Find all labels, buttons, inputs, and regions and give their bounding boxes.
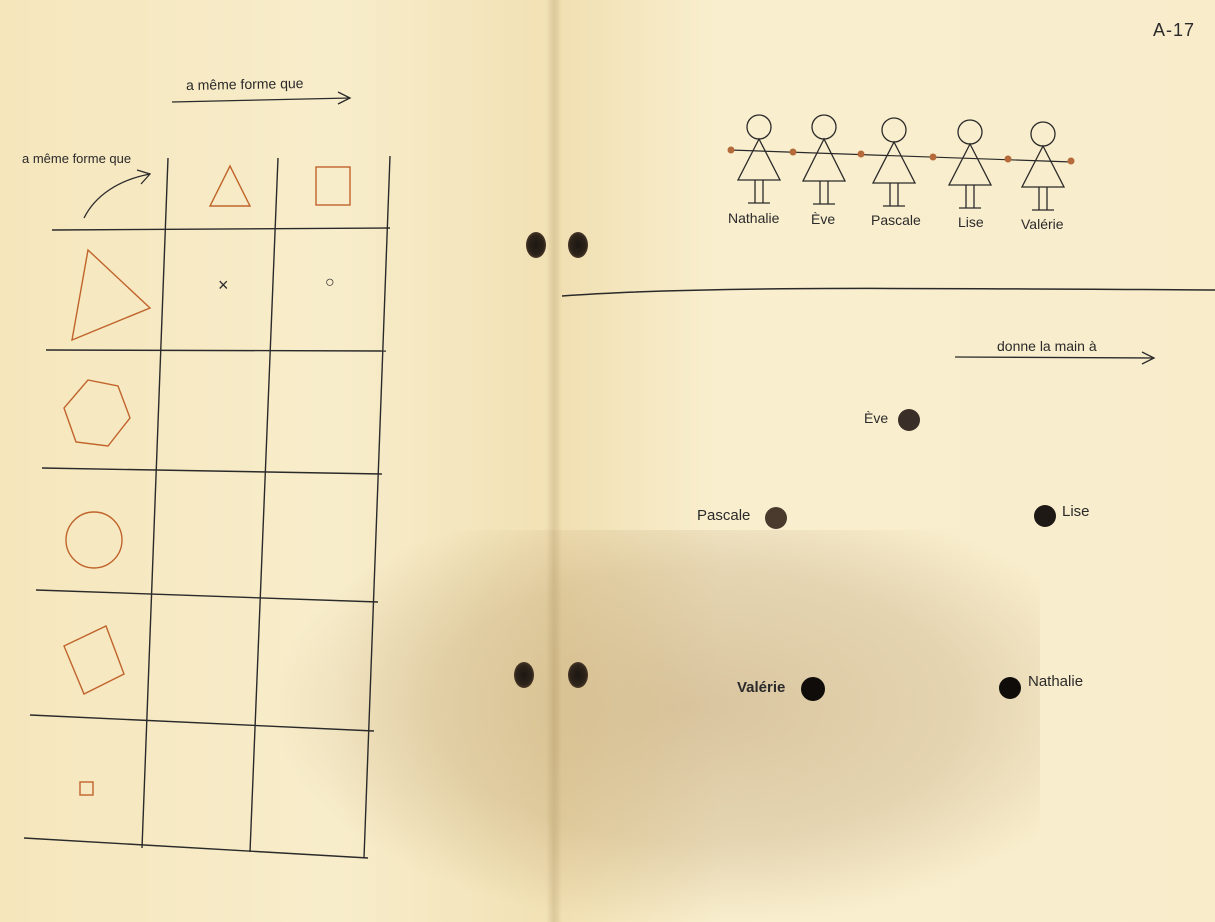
table-hline-5 xyxy=(30,715,374,731)
table-hline-6 xyxy=(24,838,368,858)
figure-name-eve: Ève xyxy=(811,211,835,227)
hand-dot-3 xyxy=(858,151,865,158)
graph-dot-lise xyxy=(1034,505,1056,527)
stick-figure-valerie xyxy=(1022,122,1064,210)
graph-dot-pascale xyxy=(765,507,787,529)
table-vline-1 xyxy=(142,158,168,848)
hand-dot-1 xyxy=(728,147,735,154)
hand-dot-2 xyxy=(790,149,797,156)
figure-name-nathalie: Nathalie xyxy=(728,210,779,226)
stick-figure-eve xyxy=(803,115,845,204)
side-relation-label: a même forme que xyxy=(22,151,131,166)
graph-dot-valerie xyxy=(801,677,825,701)
figure-name-valerie: Valérie xyxy=(1021,216,1064,232)
table-vline-2 xyxy=(250,158,278,852)
graph-dot-nathalie xyxy=(999,677,1021,699)
dot-label-pascale: Pascale xyxy=(697,507,750,524)
right-page-separator xyxy=(562,288,1215,296)
hand-dot-6 xyxy=(1068,158,1075,165)
dot-label-lise: Lise xyxy=(1062,503,1090,520)
stick-figure-lise xyxy=(949,120,991,208)
dot-label-valerie: Valérie xyxy=(737,679,785,696)
cell-mark-triangle-square: ○ xyxy=(325,274,335,292)
side-relation-curved-arrow xyxy=(84,174,150,218)
figure-name-lise: Lise xyxy=(958,214,984,230)
stick-figure-nathalie xyxy=(738,115,780,203)
table-hline-3 xyxy=(42,468,382,474)
top-relation-arrow xyxy=(172,98,350,102)
hand-dot-4 xyxy=(930,154,937,161)
relation-label: donne la main à xyxy=(997,338,1097,354)
column-header-square xyxy=(316,167,350,205)
table-hline-4 xyxy=(36,590,378,602)
dot-label-nathalie: Nathalie xyxy=(1028,673,1083,690)
table-hline-1 xyxy=(52,228,390,230)
column-header-triangle xyxy=(210,166,250,206)
graph-dot-eve xyxy=(898,409,920,431)
row-header-circle xyxy=(66,512,122,568)
dot-label-eve: Ève xyxy=(864,410,888,426)
row-header-small-square xyxy=(80,782,93,795)
table-vline-3 xyxy=(364,156,390,858)
table-hline-2 xyxy=(46,350,386,351)
stick-figure-pascale xyxy=(873,118,915,206)
hand-dot-5 xyxy=(1005,156,1012,163)
top-relation-label: a même forme que xyxy=(186,75,304,93)
figure-name-pascale: Pascale xyxy=(871,212,921,228)
relation-arrow xyxy=(955,357,1154,358)
row-header-square xyxy=(64,626,124,694)
cell-mark-triangle-triangle: × xyxy=(218,275,229,296)
row-header-triangle xyxy=(72,250,150,340)
row-header-hexagon xyxy=(64,380,130,446)
